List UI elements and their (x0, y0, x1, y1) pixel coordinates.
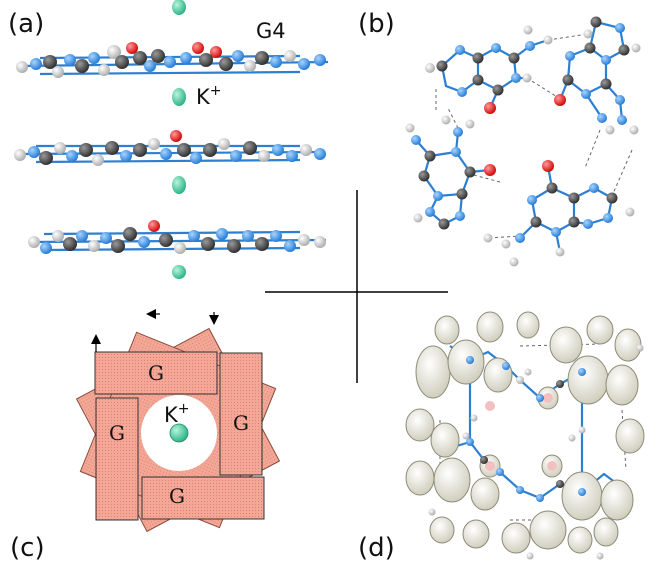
guanine-block-right: G (219, 352, 263, 476)
guanine-block-label: G (148, 361, 164, 385)
panel-d: (d) (358, 311, 645, 563)
ion-label: K+ (164, 401, 190, 427)
guanine-bottom-left (405, 115, 496, 230)
guanine-block-bottom: G (141, 476, 265, 520)
guanine-bottom-right (483, 160, 635, 267)
density-atoms (428, 344, 644, 560)
panel-a-label: (a) (8, 9, 44, 39)
potassium-ion-icon (172, 176, 186, 194)
panel-b: (b) (358, 9, 641, 267)
panel-c-label: (c) (10, 533, 45, 563)
panel-a: (a) G4 K+ (8, 0, 329, 279)
guanine-block-label: G (233, 411, 249, 435)
tetrad-layer-2 (14, 130, 326, 166)
molecule-label-g4: G4 (256, 19, 286, 43)
tetrad-layer-1 (16, 42, 329, 78)
density-surface (405, 311, 645, 554)
guanine-top-left (425, 25, 553, 114)
guanine-block-label: G (109, 421, 125, 445)
arrow-down-icon (209, 312, 219, 325)
panel-d-label: (d) (358, 533, 395, 563)
potassium-ion-icon (172, 265, 186, 279)
arrow-left-icon (146, 309, 160, 319)
guanine-block-top: G (94, 351, 218, 395)
arrow-up-icon (91, 334, 101, 352)
guanine-block-label: G (169, 484, 185, 508)
panel-c: (c) G G G G K+ (10, 309, 281, 563)
potassium-ion-icon (172, 0, 186, 15)
hydrogen-bonds (435, 33, 633, 239)
ion-label: K+ (196, 83, 222, 109)
tetrad-layer-3 (28, 220, 327, 254)
guanine-block-left: G (95, 397, 139, 521)
panel-b-label: (b) (358, 9, 395, 39)
guanine-top-right (554, 16, 641, 135)
potassium-ion-icon (169, 423, 189, 443)
potassium-ion-icon (172, 88, 186, 106)
